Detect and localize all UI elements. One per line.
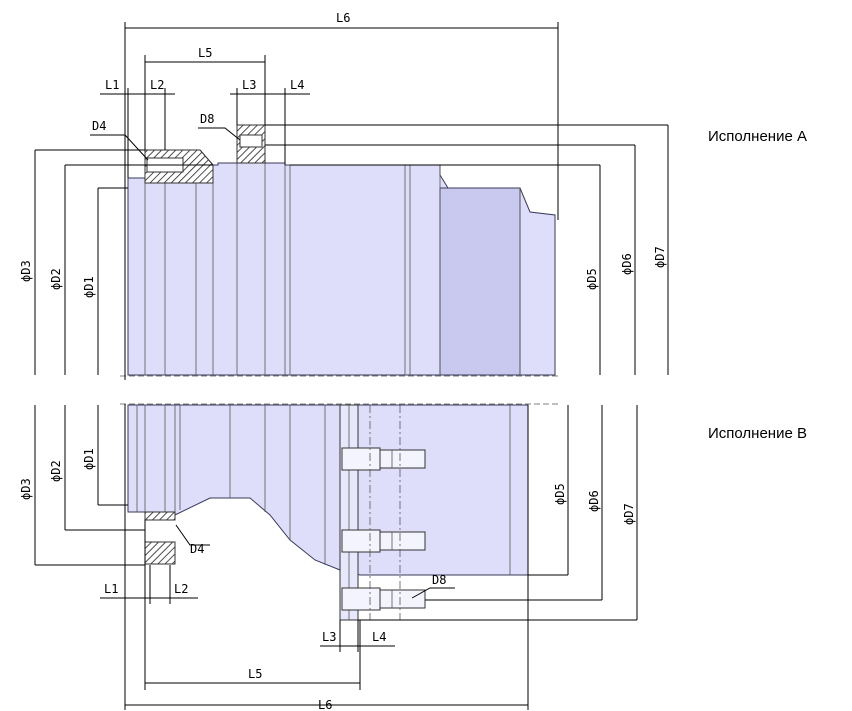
variant-a-d4: D4 bbox=[92, 119, 106, 133]
variant-a-dimension-lines bbox=[34, 22, 669, 380]
variant-b-dimension-lines bbox=[34, 404, 638, 710]
variant-a-view bbox=[120, 124, 560, 377]
variant-b-d6: ϕD6 bbox=[587, 490, 601, 512]
variant-b-hatch-top bbox=[144, 511, 176, 521]
variant-a-d8: D8 bbox=[200, 112, 214, 126]
variant-b-labels: L6 L5 L1 L2 L3 L4 D4 D8 ϕD3 ϕD2 ϕD1 ϕD5 … bbox=[19, 448, 636, 711]
variant-b-l1: L1 bbox=[104, 582, 118, 596]
variant-a-d7: ϕD7 bbox=[653, 246, 667, 268]
variant-b-d4: D4 bbox=[190, 542, 204, 556]
variant-a-l6: L6 bbox=[336, 11, 350, 25]
variant-a-l1: L1 bbox=[105, 78, 119, 92]
variant-a-hole-d8 bbox=[239, 134, 263, 148]
variant-a-l4: L4 bbox=[290, 78, 304, 92]
variant-b-view bbox=[120, 403, 560, 621]
variant-b-bolts bbox=[341, 447, 426, 611]
variant-a-band bbox=[439, 187, 521, 376]
variant-b-l3: L3 bbox=[322, 630, 336, 644]
variant-a-caption: Исполнение А bbox=[708, 128, 807, 145]
variant-b-d8: D8 bbox=[432, 573, 446, 587]
variant-b-l5: L5 bbox=[248, 667, 262, 681]
variant-a-d5: ϕD5 bbox=[585, 268, 599, 290]
variant-b-l2: L2 bbox=[174, 582, 188, 596]
variant-a-l5: L5 bbox=[198, 46, 212, 60]
variant-a-l3: L3 bbox=[242, 78, 256, 92]
variant-b-body bbox=[127, 404, 529, 576]
variant-b-l6: L6 bbox=[318, 698, 332, 711]
variant-b-l4: L4 bbox=[372, 630, 386, 644]
variant-b-hatch-d4 bbox=[144, 541, 176, 565]
variant-b-caption: Исполнение В bbox=[708, 425, 807, 442]
variant-b-section-lines bbox=[136, 405, 511, 575]
variant-b-d1: ϕD1 bbox=[82, 448, 96, 470]
variant-a-d2: ϕD2 bbox=[49, 268, 63, 290]
variant-b-d5: ϕD5 bbox=[553, 483, 567, 505]
variant-a-labels: L6 L5 L1 L2 L3 L4 D4 D8 ϕD3 ϕD2 ϕD1 ϕD5 … bbox=[19, 11, 667, 298]
variant-b-d3: ϕD3 bbox=[19, 478, 33, 500]
variant-a-d6: ϕD6 bbox=[620, 253, 634, 275]
variant-a-d3: ϕD3 bbox=[19, 260, 33, 282]
variant-b-d2: ϕD2 bbox=[49, 460, 63, 482]
variant-a-l2: L2 bbox=[150, 78, 164, 92]
variant-a-d1: ϕD1 bbox=[82, 276, 96, 298]
variant-b-d7: ϕD7 bbox=[622, 503, 636, 525]
variant-a-section-lines bbox=[144, 163, 521, 375]
